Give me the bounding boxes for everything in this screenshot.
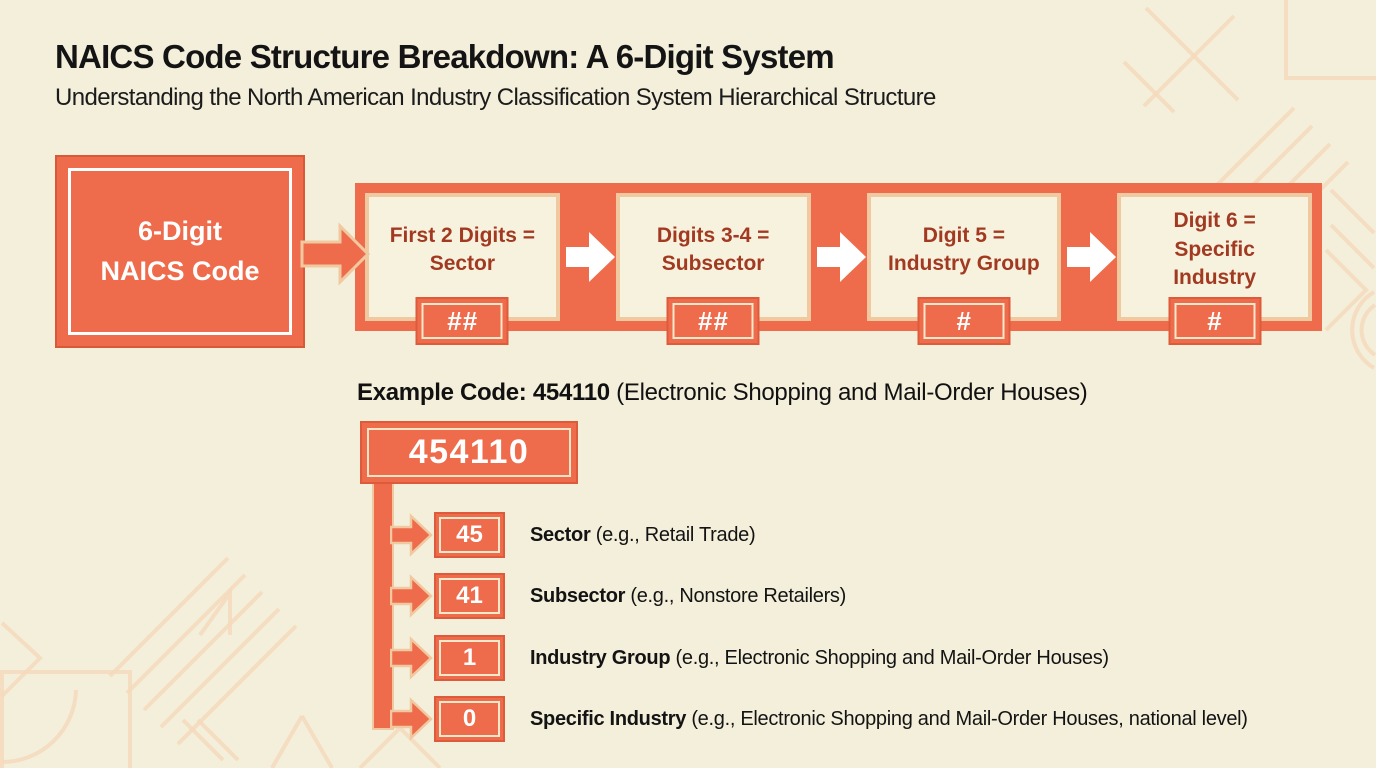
breakdown-detail: (e.g., Electronic Shopping and Mail-Orde… bbox=[686, 707, 1248, 730]
flow-step-label: Digit 5 = Industry Group bbox=[888, 223, 1040, 275]
digit-placeholder-badge: # bbox=[1168, 297, 1262, 345]
branch-arrow-icon bbox=[390, 513, 433, 557]
breakdown-label: Industry Group (e.g., Electronic Shoppin… bbox=[530, 647, 1109, 670]
digit-placeholder-badge: ## bbox=[666, 297, 760, 345]
digit-placeholder-text: # bbox=[923, 303, 1005, 339]
breakdown-row-specific-industry: 0 Specific Industry (e.g., Electronic Sh… bbox=[390, 696, 1248, 742]
breakdown-term: Sector bbox=[530, 523, 591, 546]
flow-step-label: Digits 3-4 = Subsector bbox=[656, 223, 770, 275]
breakdown-detail: (e.g., Retail Trade) bbox=[590, 523, 756, 546]
flow-step-specific-industry: Digit 6 = Specific Industry # bbox=[1067, 193, 1312, 345]
breakdown-detail: (e.g., Electronic Shopping and Mail-Orde… bbox=[670, 646, 1110, 669]
example-code-box: 454110 bbox=[360, 421, 578, 484]
flow-step-sector: First 2 Digits = Sector ## bbox=[365, 193, 560, 345]
digit-placeholder-text: ## bbox=[672, 303, 754, 339]
digit-placeholder-badge: ## bbox=[415, 297, 509, 345]
digit-box-text: 41 bbox=[439, 578, 500, 614]
naics-code-source-label: 6-Digit NAICS Code bbox=[68, 168, 292, 335]
naics-code-source-box: 6-Digit NAICS Code bbox=[55, 155, 305, 348]
breakdown-row-sector: 45 Sector (e.g., Retail Trade) bbox=[390, 512, 756, 558]
branch-arrow-icon bbox=[390, 636, 433, 680]
digit-box: 0 bbox=[434, 696, 505, 742]
breakdown-term: Specific Industry bbox=[530, 707, 687, 730]
flow-band: First 2 Digits = Sector ## Digits 3-4 = … bbox=[355, 183, 1322, 345]
branch-arrow-icon bbox=[390, 574, 433, 618]
flow-step-label: Digit 6 = Specific Industry bbox=[1173, 209, 1257, 290]
breakdown-label: Specific Industry (e.g., Electronic Shop… bbox=[530, 708, 1248, 731]
flow-connector-arrow-icon bbox=[300, 222, 371, 286]
flow-step-label: First 2 Digits = Sector bbox=[389, 223, 536, 275]
digit-box: 1 bbox=[434, 635, 505, 681]
digit-placeholder-text: ## bbox=[421, 303, 503, 339]
breakdown-row-subsector: 41 Subsector (e.g., Nonstore Retailers) bbox=[390, 573, 846, 619]
flow-step-industry-group: Digit 5 = Industry Group # bbox=[816, 193, 1062, 345]
digit-box: 41 bbox=[434, 573, 505, 619]
digit-box-text: 45 bbox=[439, 517, 500, 553]
example-code-text: 454110 bbox=[367, 428, 571, 477]
digit-box-text: 1 bbox=[439, 640, 500, 676]
breakdown-term: Subsector bbox=[530, 584, 626, 607]
arrow-right-icon bbox=[565, 231, 616, 283]
breakdown-row-industry-group: 1 Industry Group (e.g., Electronic Shopp… bbox=[390, 635, 1109, 681]
example-heading-rest: (Electronic Shopping and Mail-Order Hous… bbox=[609, 379, 1088, 406]
example-heading-bold: Example Code: 454110 bbox=[357, 379, 610, 406]
digit-placeholder-badge: # bbox=[917, 297, 1011, 345]
breakdown-detail: (e.g., Nonstore Retailers) bbox=[625, 584, 846, 607]
digit-box: 45 bbox=[434, 512, 505, 558]
arrow-right-icon bbox=[1067, 231, 1117, 283]
breakdown-term: Industry Group bbox=[530, 646, 671, 669]
page-subtitle: Understanding the North American Industr… bbox=[55, 84, 936, 111]
branch-arrow-icon bbox=[390, 697, 433, 741]
digit-box-text: 0 bbox=[439, 701, 500, 737]
digit-placeholder-text: # bbox=[1174, 303, 1256, 339]
example-heading: Example Code: 454110 (Electronic Shoppin… bbox=[357, 379, 1088, 407]
flow-step-subsector: Digits 3-4 = Subsector ## bbox=[565, 193, 811, 345]
breakdown-label: Subsector (e.g., Nonstore Retailers) bbox=[530, 585, 846, 608]
arrow-right-icon bbox=[816, 231, 867, 283]
page-title: NAICS Code Structure Breakdown: A 6-Digi… bbox=[55, 38, 835, 75]
breakdown-label: Sector (e.g., Retail Trade) bbox=[530, 523, 756, 547]
